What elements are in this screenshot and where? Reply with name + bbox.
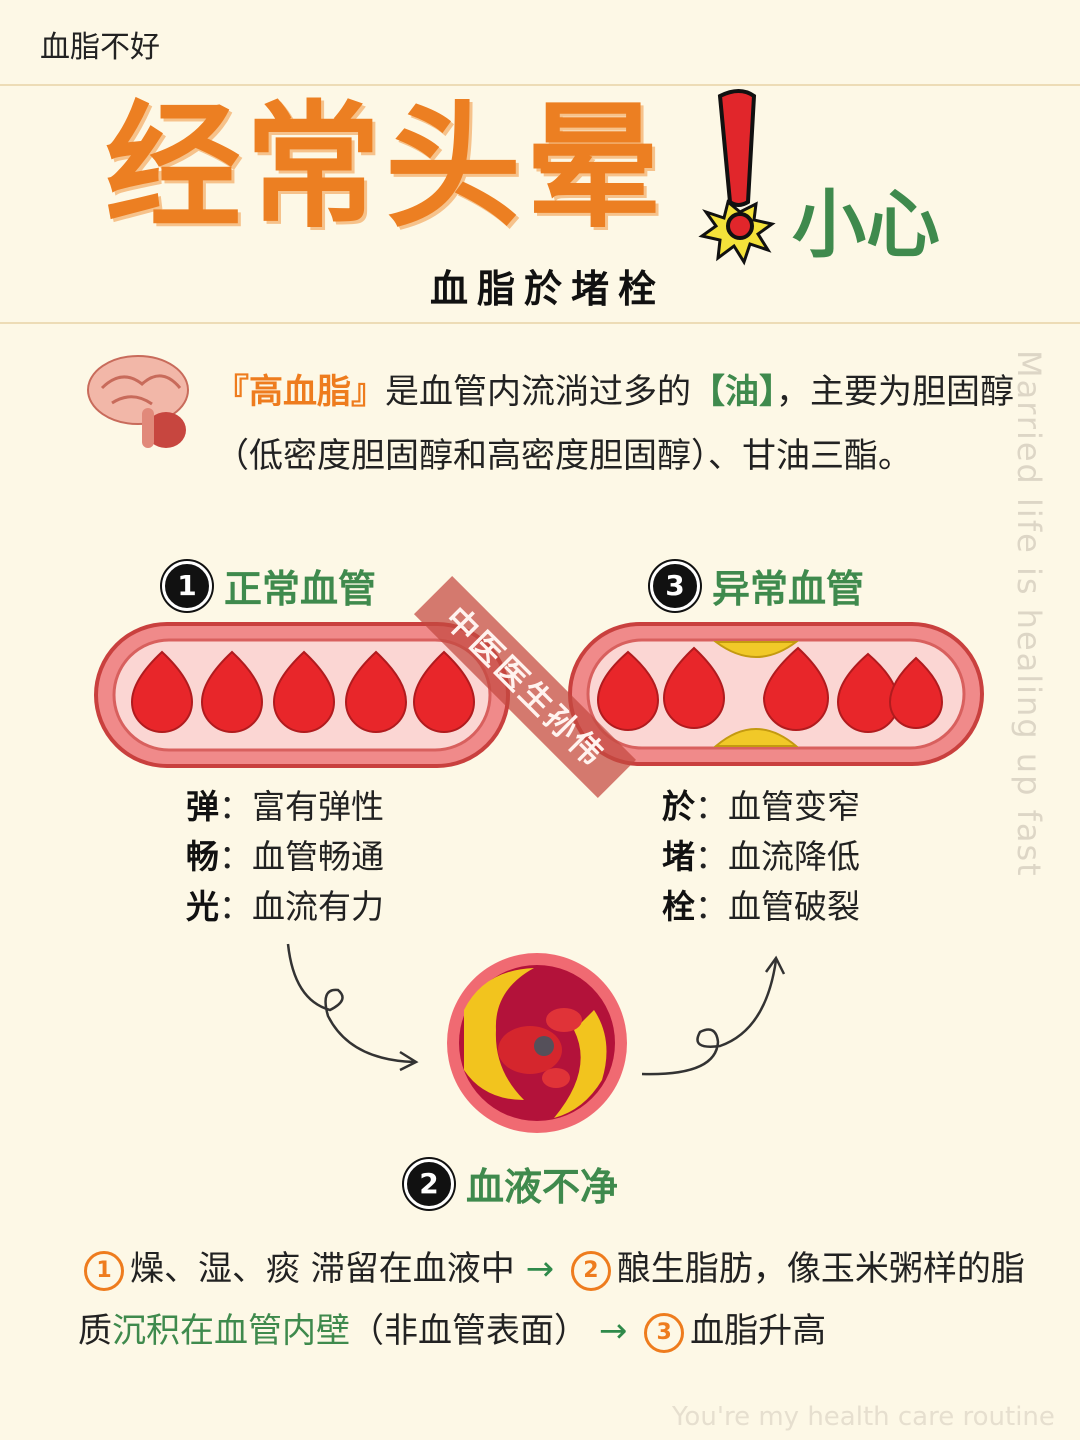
divider-hero: [0, 322, 1080, 324]
page-title: 经常头晕: [105, 89, 665, 247]
feature-desc: 血流有力: [252, 887, 384, 926]
feature-item: 弹：富有弹性: [186, 787, 384, 826]
arrow-right-icon: [641, 955, 786, 1076]
step-text: 血脂升高: [690, 1311, 827, 1351]
feature-key: 堵: [662, 837, 695, 876]
feature-item: 堵：血流降低: [662, 837, 860, 876]
dirty-blood-label: 血液不净: [466, 1165, 619, 1209]
feature-desc: 血管变窄: [728, 787, 860, 826]
abnormal-features: 於：血管变窄 堵：血流降低 栓：血管破裂: [662, 782, 860, 932]
step-text: 酿生脂肪，像玉米粥样的脂质: [78, 1249, 1025, 1351]
step-highlight: 沉积在血管内壁: [112, 1311, 350, 1351]
step-text: （非血管表面）: [350, 1311, 588, 1351]
caution-text: 小心: [792, 182, 940, 268]
feature-key: 畅: [186, 837, 219, 876]
num-badge: 2: [404, 1158, 454, 1209]
plaque-cross-section: [447, 953, 627, 1133]
page-subtitle: 血脂於堵栓: [430, 266, 666, 311]
normal-vessel-illustration: [94, 622, 510, 768]
step-number: 2: [570, 1250, 611, 1291]
feature-desc: 血流降低: [728, 837, 860, 876]
step-text: 燥、湿、痰 滞留在血液中: [130, 1249, 515, 1289]
feature-item: 栓：血管破裂: [662, 887, 860, 926]
intro-paragraph: 『高血脂』是血管内流淌过多的【油】，主要为胆固醇（低密度胆固醇和高密度胆固醇）、…: [215, 360, 1015, 488]
feature-key: 於: [662, 787, 695, 826]
intro-oil: 【油】: [691, 372, 776, 412]
dirty-blood-title: 2 血液不净: [404, 1156, 618, 1211]
feature-key: 栓: [662, 887, 695, 926]
feature-key: 弹: [186, 787, 219, 826]
watermark-vertical: Married life is healing up fast: [1010, 350, 1048, 878]
right-arrow-icon: →: [525, 1249, 555, 1289]
abnormal-vessel-label: 异常血管: [712, 567, 865, 611]
intro-text-2: ，主要为胆固醇（低密度胆固醇和高密度胆固醇）、甘油三酯。: [215, 372, 1014, 476]
feature-desc: 血管破裂: [728, 887, 860, 926]
step-number: 3: [644, 1312, 685, 1353]
divider-top: [0, 84, 1080, 86]
abnormal-vessel-title: 3 异常血管: [650, 558, 864, 613]
watermark-bottom: You're my health care routine: [672, 1402, 1055, 1432]
exclamation-icon: [698, 89, 776, 266]
abnormal-vessel-illustration: [568, 622, 984, 766]
brain-icon: [87, 355, 189, 448]
normal-vessel-title: 1 正常血管: [162, 558, 376, 613]
normal-vessel-label: 正常血管: [224, 567, 377, 611]
intro-term: 『高血脂』: [215, 372, 385, 412]
feature-item: 光：血流有力: [186, 887, 384, 926]
arrow-left-icon: [286, 943, 419, 1072]
step-number: 1: [84, 1250, 124, 1291]
top-label: 血脂不好: [40, 30, 160, 65]
intro-text-1: 是血管内流淌过多的: [385, 372, 691, 412]
num-badge: 3: [650, 560, 700, 611]
num-badge: 1: [162, 560, 212, 611]
feature-key: 光: [186, 887, 219, 926]
feature-item: 於：血管变窄: [662, 787, 860, 826]
feature-item: 畅：血管畅通: [186, 837, 384, 876]
feature-desc: 富有弹性: [252, 787, 384, 826]
normal-features: 弹：富有弹性 畅：血管畅通 光：血流有力: [186, 782, 384, 932]
feature-desc: 血管畅通: [252, 837, 384, 876]
right-arrow-icon: →: [598, 1311, 628, 1351]
